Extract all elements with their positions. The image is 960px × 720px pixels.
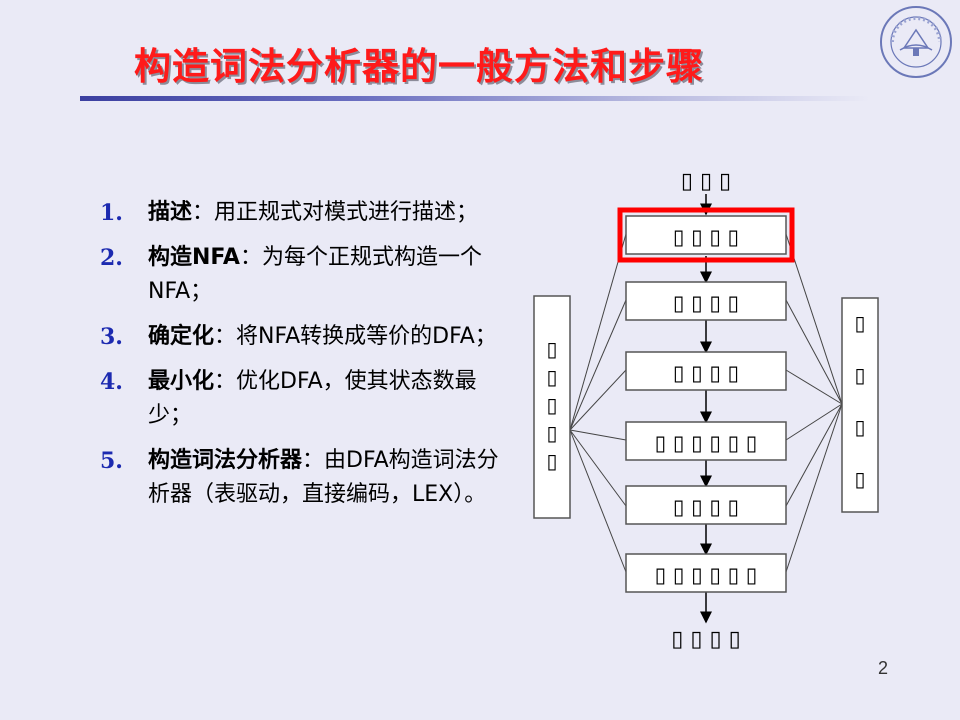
stage-label: ▯ ▯ ▯ ▯ (673, 495, 739, 519)
slide-title: 构造词法分析器的一般方法和步骤 (134, 45, 704, 88)
left-box-char: ▯ (546, 449, 557, 473)
step-number: 4. (100, 369, 123, 395)
stage-box: ▯ ▯ ▯ ▯ (625, 485, 787, 525)
stage-box: ▯ ▯ ▯ ▯ (625, 215, 787, 255)
stage-box: ▯ ▯ ▯ ▯ ▯ ▯ (625, 421, 787, 461)
list-item: 1. 描述：用正规式对模式进行描述； (100, 196, 520, 230)
step-description: ：由DFA构造词法分析器（表驱动，直接编码，LEX）。 (148, 448, 499, 507)
stage-label: ▯ ▯ ▯ ▯ (673, 291, 739, 315)
list-item: 2. 构造NFA：为每个正规式构造一个NFA； (100, 241, 520, 309)
list-item: 4. 最小化：优化DFA，使其状态数最少； (100, 365, 520, 433)
step-number: 2. (100, 245, 123, 271)
title-underline (80, 96, 870, 101)
stage-label: ▯ ▯ ▯ ▯ (673, 225, 739, 249)
right-box-char: ▯ (854, 311, 865, 335)
diagram-bottom-label: ▯ ▯ ▯ ▯ (671, 627, 740, 652)
step-name: 描述 (148, 200, 193, 225)
list-item: 3. 确定化：将NFA转换成等价的DFA； (100, 320, 520, 354)
left-box-char: ▯ (546, 365, 557, 389)
page-number: 2 (878, 658, 889, 678)
stage-box: ▯ ▯ ▯ ▯ (625, 281, 787, 321)
steps-list: 1. 描述：用正规式对模式进行描述； 2. 构造NFA：为每个正规式构造一个NF… (100, 196, 520, 523)
right-box-char: ▯ (854, 415, 865, 439)
step-number: 1. (100, 200, 123, 226)
step-number: 5. (100, 448, 123, 474)
right-side-box: ▯ ▯ ▯ ▯ (841, 297, 879, 513)
step-number: 3. (100, 324, 123, 350)
step-name: 确定化 (148, 324, 215, 349)
highlight-frame (617, 207, 795, 263)
list-item: 5. 构造词法分析器：由DFA构造词法分析器（表驱动，直接编码，LEX）。 (100, 444, 520, 512)
right-box-char: ▯ (854, 467, 865, 491)
step-name: 最小化 (148, 369, 215, 394)
side-connectors (569, 233, 843, 573)
right-box-char: ▯ (854, 363, 865, 387)
stage-label: ▯ ▯ ▯ ▯ ▯ ▯ (655, 431, 758, 455)
step-description: ：将NFA转换成等价的DFA； (214, 324, 497, 349)
step-description: ：用正规式对模式进行描述； (192, 200, 479, 225)
university-seal-icon (880, 6, 952, 78)
step-description: ：为每个正规式构造一个NFA； (148, 245, 482, 304)
stage-label: ▯ ▯ ▯ ▯ (673, 361, 739, 385)
left-side-box: ▯ ▯ ▯ ▯ ▯ (533, 295, 571, 519)
diagram-top-label: ▯ ▯ ▯ (681, 169, 731, 194)
step-name: 构造词法分析器 (148, 448, 303, 473)
stage-label: ▯ ▯ ▯ ▯ ▯ ▯ (655, 563, 758, 587)
left-box-char: ▯ (546, 393, 557, 417)
left-box-char: ▯ (546, 337, 557, 361)
left-box-char: ▯ (546, 421, 557, 445)
step-description: ：优化DFA，使其状态数最少； (148, 369, 477, 428)
stage-box: ▯ ▯ ▯ ▯ ▯ ▯ (625, 553, 787, 593)
stage-box: ▯ ▯ ▯ ▯ (625, 351, 787, 391)
step-name: 构造NFA (148, 245, 240, 270)
